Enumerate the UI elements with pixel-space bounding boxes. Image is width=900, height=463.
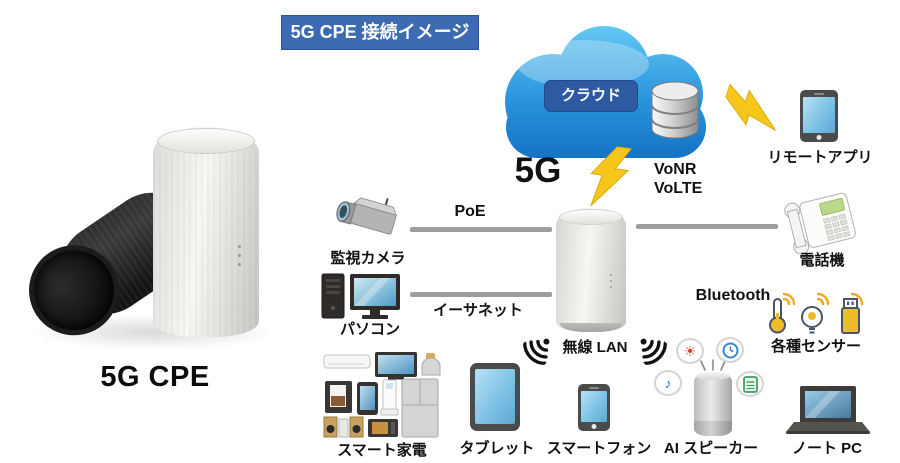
smart-appliances-icons [323, 352, 441, 438]
product-name-label: 5G CPE [100, 361, 210, 393]
weather-bubble: ☀ [676, 338, 704, 364]
calculator-icon [742, 375, 758, 393]
desktop-pc-icon [321, 273, 400, 319]
tablet-icon [470, 363, 520, 431]
ai-speaker-label: AI スピーカー [663, 440, 759, 457]
ethernet-line [410, 292, 552, 297]
remote-app-label: リモートアプリ [767, 149, 873, 166]
desk-phone-icon [784, 192, 856, 254]
ai-speaker-icon [694, 372, 732, 436]
wlan-label: 無線 LAN [562, 339, 628, 356]
sensors-icons [769, 292, 864, 334]
lightning-cloud-to-remote [725, 83, 776, 131]
tablet-label: タブレット [459, 440, 535, 457]
clock-icon [722, 342, 738, 358]
clock-bubble [716, 337, 744, 363]
phone-line [636, 224, 778, 229]
pc-label: パソコン [339, 321, 400, 338]
music-bubble: ♪ [654, 370, 682, 396]
surveillance-camera-icon [336, 197, 397, 235]
remote-app-phone-icon [800, 90, 838, 142]
vonr-volte-label: VoNR VoLTE [654, 161, 703, 197]
desk-phone-label: 電話機 [799, 252, 845, 269]
database-icon [651, 81, 699, 139]
camera-label: 監視カメラ [330, 250, 406, 267]
sensors-label: 各種センサー [770, 338, 861, 355]
laptop-label: ノート PC [791, 440, 862, 457]
cloud-label-badge: クラウド [544, 80, 638, 112]
appliances-label: スマート家電 [337, 442, 427, 459]
poe-line [410, 227, 552, 232]
cpe-white-device [153, 127, 259, 337]
sun-icon: ☀ [683, 343, 697, 359]
led-indicators [238, 245, 241, 291]
calc-bubble [736, 371, 764, 397]
wifi-right-icon [640, 338, 668, 366]
lightning-cloud-to-cpe [590, 146, 633, 207]
bluetooth-label: Bluetooth [695, 287, 771, 304]
5g-label: 5G [514, 151, 562, 190]
speaker-sound-ticks [700, 359, 726, 371]
led-indicators [610, 274, 612, 292]
poe-label: PoE [454, 203, 486, 220]
laptop-icon [786, 386, 870, 434]
cpe-center-device [556, 208, 626, 332]
music-note-icon: ♪ [664, 375, 672, 391]
product-photo [11, 123, 305, 368]
smartphone-label: スマートフォン [546, 440, 652, 457]
page-title: 5G CPE 接続イメージ [281, 15, 479, 50]
smartphone-icon [578, 384, 610, 431]
wifi-left-icon [522, 338, 550, 366]
ethernet-label: イーサネット [433, 302, 523, 319]
